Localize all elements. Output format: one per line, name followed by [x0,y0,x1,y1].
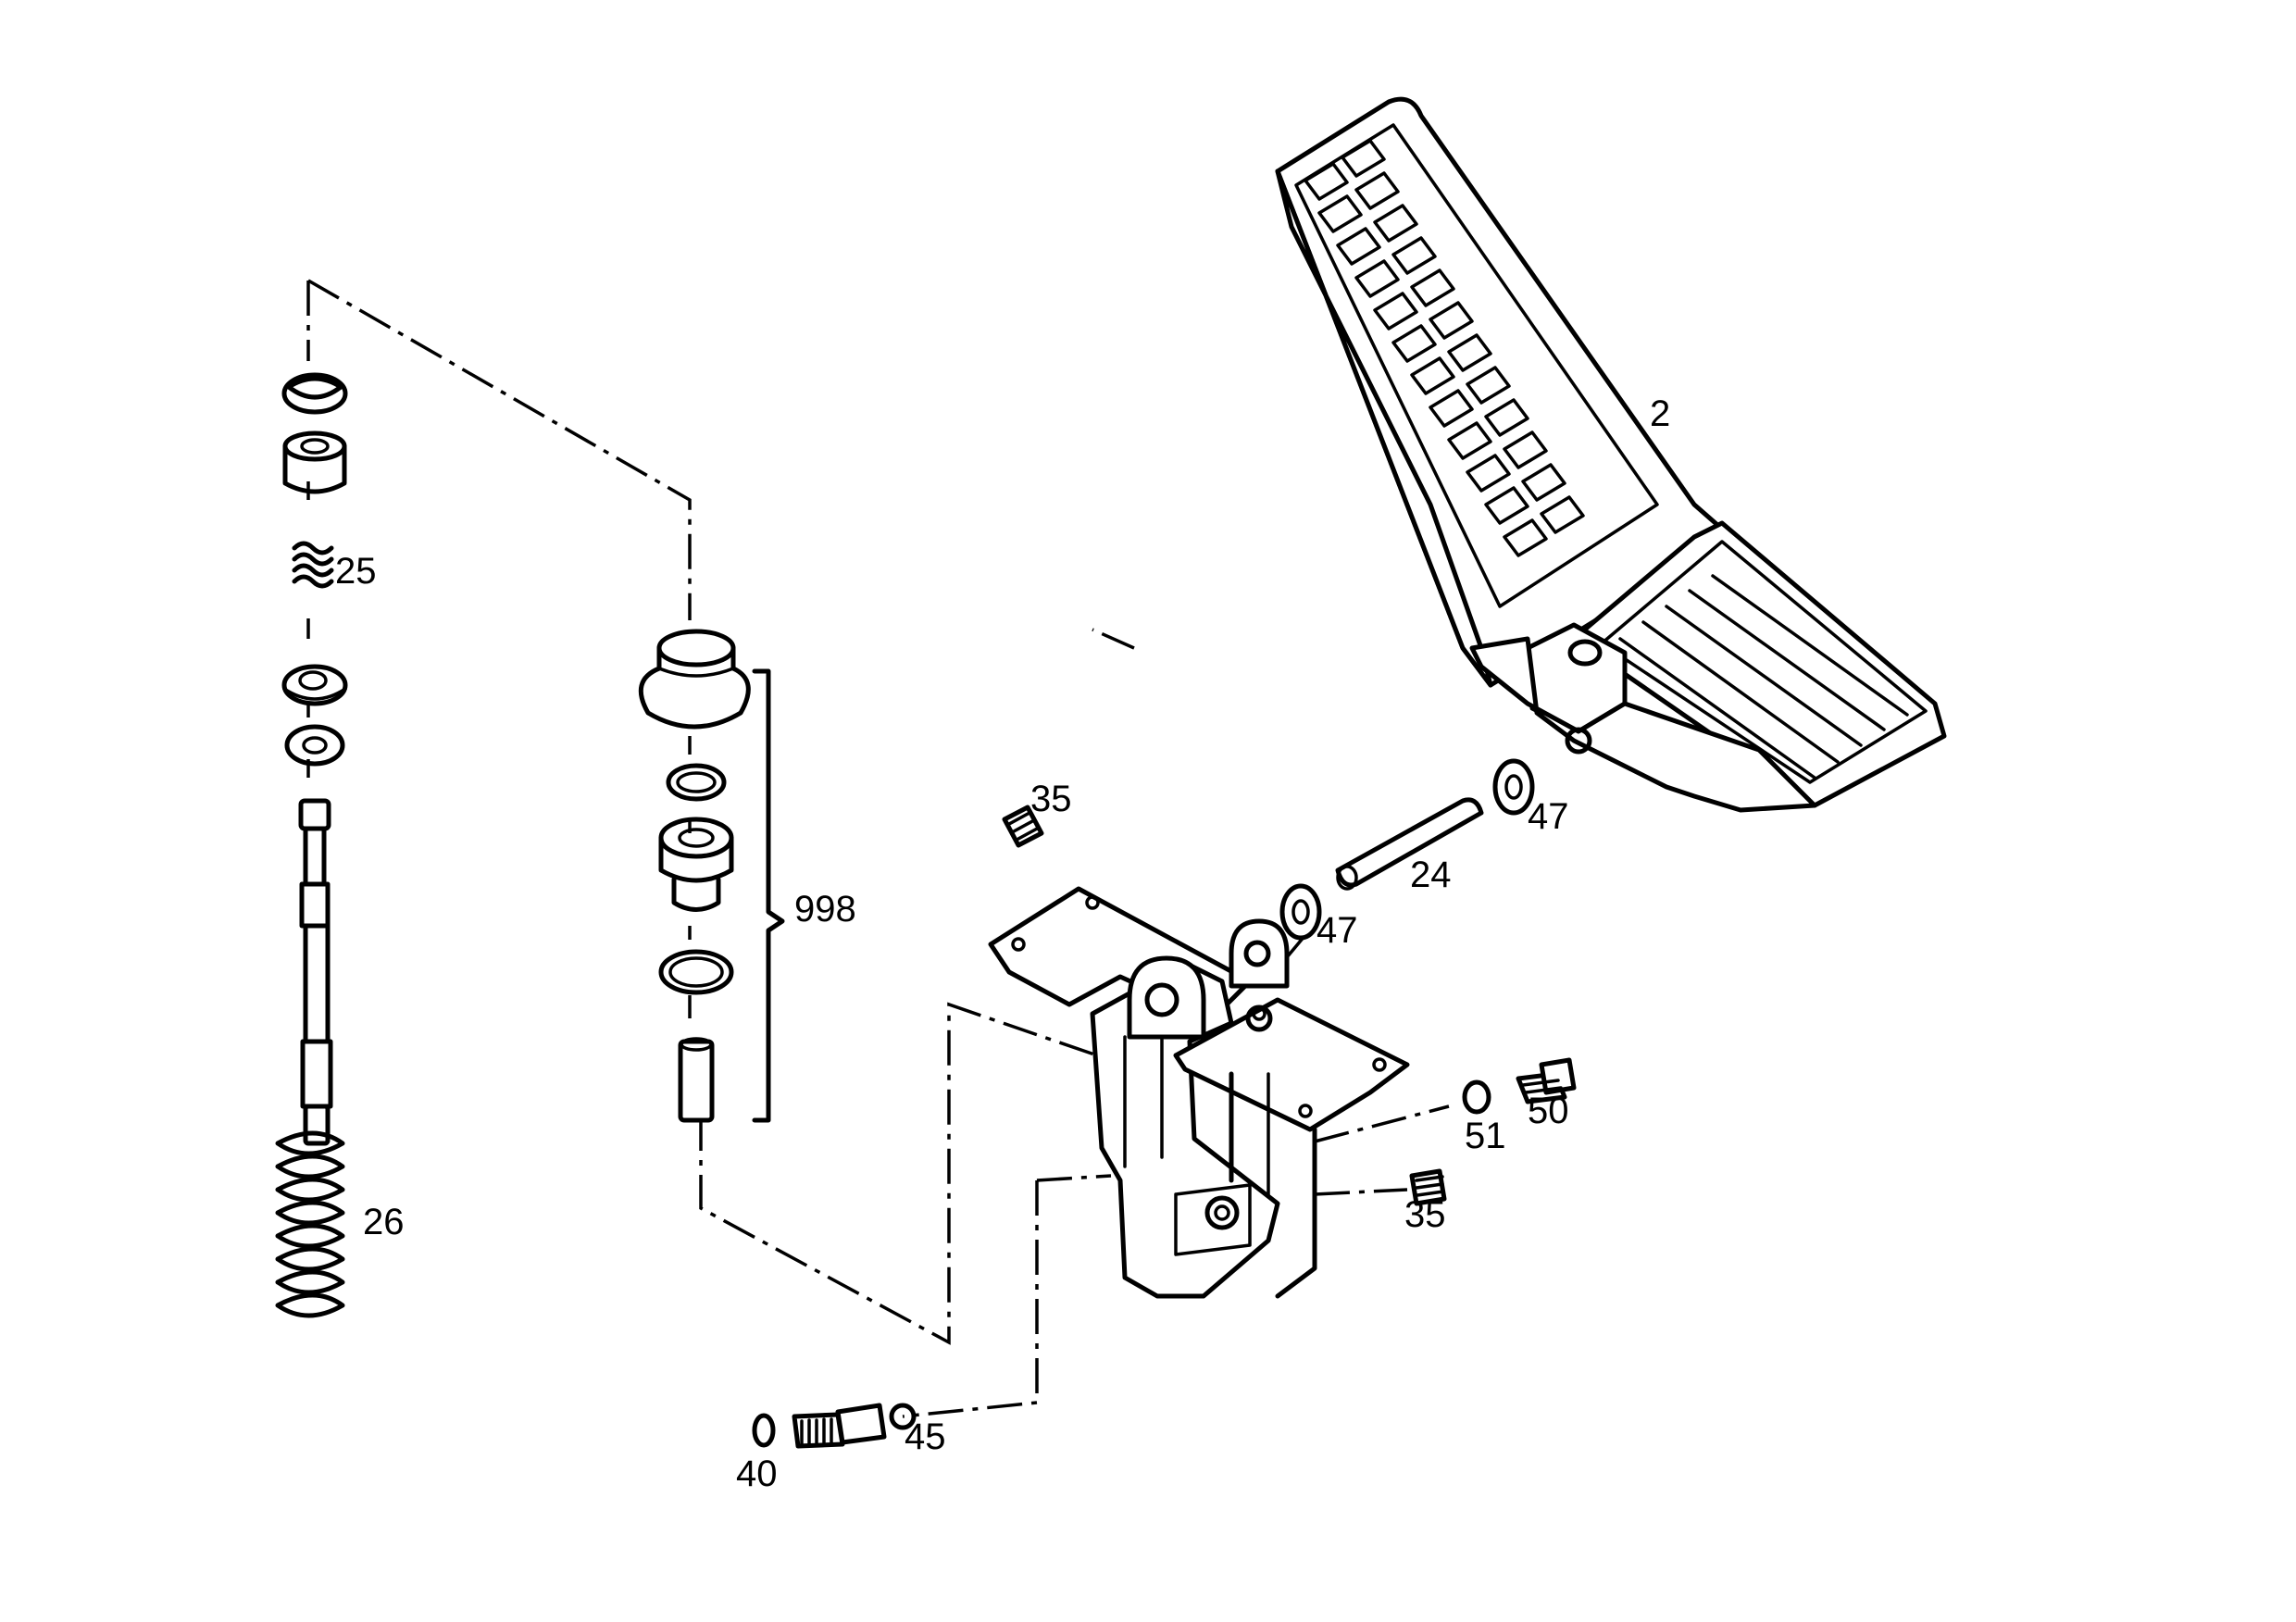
callout-50: 50 [1528,1091,1569,1131]
small-spring-icon [292,541,334,589]
boot-kit-998 [638,629,785,1123]
circlip-icon [281,372,348,415]
callout-26: 26 [363,1202,405,1242]
callout-labels: 2 24 25 26 35 35 40 45 47 47 50 51 998 [335,393,1670,1494]
ball-45-icon [889,1403,917,1430]
callout-998: 998 [794,889,856,930]
washer-51-icon [1462,1079,1491,1115]
o-ring-icon [666,763,727,802]
fitting-bolt-icon [792,1403,887,1449]
callout-35-top: 35 [1030,779,1072,819]
callout-47-left: 47 [1316,910,1358,951]
seal-ring-icon [658,949,734,995]
seat-washer-icon [281,664,348,706]
callout-47-right: 47 [1528,796,1569,837]
sleeve-icon [678,1037,715,1123]
washer-40-icon [752,1413,776,1448]
plug-50-icon [1516,1057,1577,1104]
callout-40: 40 [736,1454,778,1494]
pivot-pin-icon [1335,797,1484,891]
leader-lines [306,279,1450,1418]
washer-47-left-icon [1279,883,1322,941]
washer-icon [284,724,345,767]
callout-25: 25 [335,551,377,592]
callout-2: 2 [1650,393,1670,434]
pedal-grip-ribs [1304,139,1909,780]
spring-cup-icon [282,430,347,494]
bracket-998 [752,668,785,1123]
valve-housing-icon [988,886,1410,1299]
callout-24: 24 [1410,855,1452,895]
push-rod-icon [298,798,333,1146]
washer-47-right-icon [1492,758,1535,816]
set-screw-top-icon [1002,805,1044,848]
rubber-boot-icon [638,629,751,730]
set-screw-right-icon [1409,1168,1447,1206]
nut-icon [658,817,734,912]
large-spring-icon [275,1130,345,1318]
spring-stack [275,372,348,1318]
accelerator-pedal-icon [1275,96,1947,813]
callout-51: 51 [1465,1116,1506,1156]
callout-35-right: 35 [1404,1194,1446,1235]
callout-45: 45 [905,1416,946,1457]
